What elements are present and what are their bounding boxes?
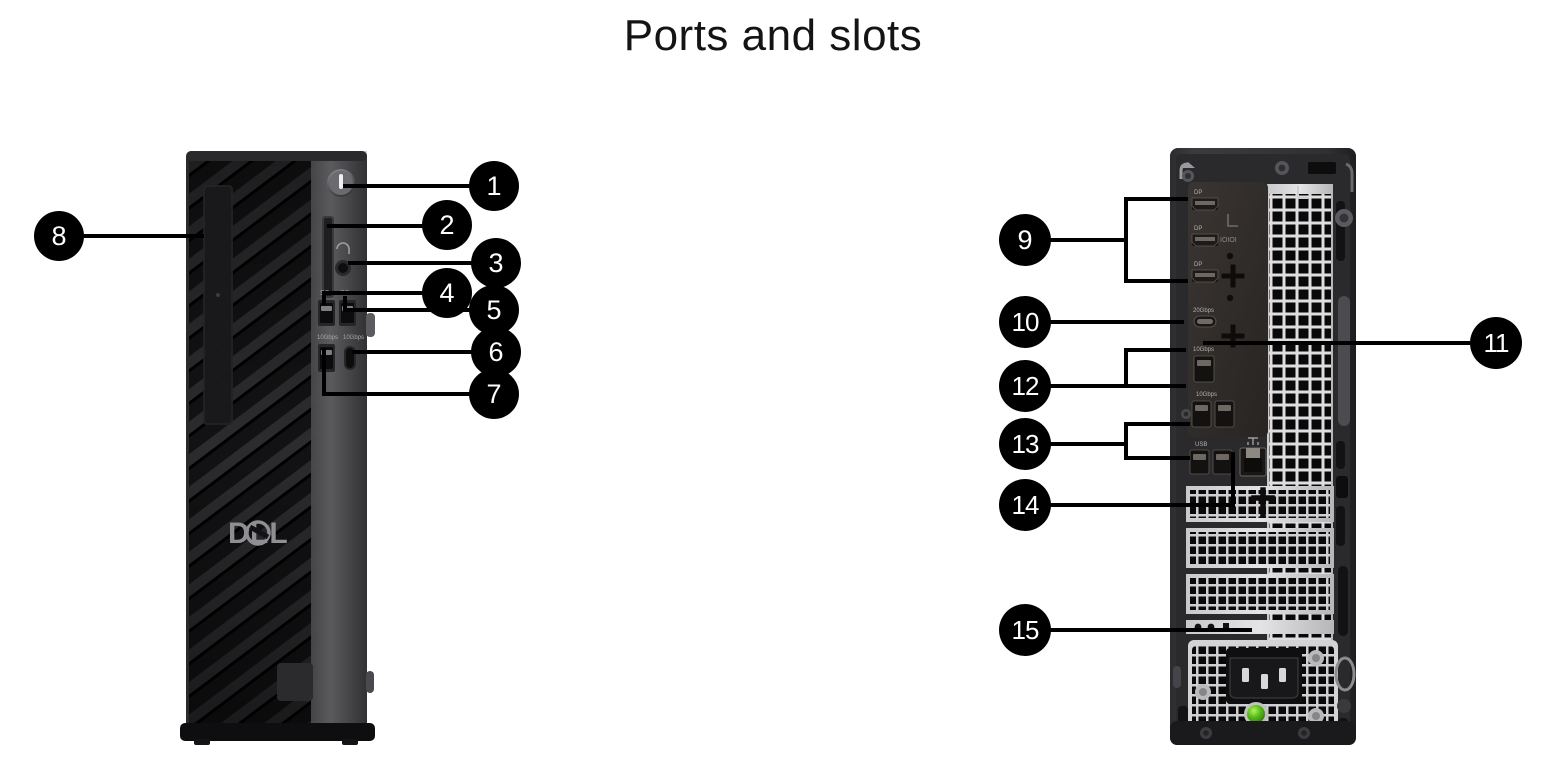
- callout-number: 15: [1011, 614, 1040, 645]
- callout-number: 9: [1017, 224, 1033, 255]
- callout-badge-6[interactable]: 6: [471, 327, 521, 377]
- svg-text:10Gbps: 10Gbps: [343, 335, 364, 341]
- leader-line-6: [352, 350, 473, 354]
- callout-number: 5: [486, 294, 502, 325]
- callout-badge-11[interactable]: 11: [1470, 317, 1522, 369]
- leader-bracket-13-top: [1124, 422, 1190, 426]
- callout-number: 8: [51, 220, 67, 251]
- svg-text:IOIOI: IOIOI: [1220, 237, 1237, 244]
- dell-logo: D LL: [228, 517, 288, 550]
- svg-text:USB: USB: [1195, 442, 1207, 448]
- callout-number: 2: [439, 209, 455, 240]
- leader-line-4-stem: [322, 291, 326, 305]
- leader-line-11: [1203, 341, 1470, 345]
- callout-badge-13[interactable]: 13: [999, 418, 1051, 470]
- svg-text:20Gbps: 20Gbps: [1193, 308, 1214, 314]
- callout-badge-14[interactable]: 14: [999, 479, 1051, 531]
- svg-text:DP: DP: [1194, 226, 1202, 232]
- callout-number: 6: [488, 336, 504, 367]
- page-title: Ports and slots: [623, 11, 923, 60]
- leader-bracket-13-bottom: [1124, 456, 1190, 460]
- leader-line-7: [322, 392, 471, 396]
- leader-line-3: [348, 261, 473, 265]
- callout-badge-3[interactable]: 3: [471, 238, 521, 288]
- callout-badge-15[interactable]: 15: [999, 604, 1051, 656]
- callout-number: 13: [1011, 428, 1040, 459]
- leader-bracket-13-spine: [1124, 422, 1128, 460]
- callout-badge-2[interactable]: 2: [422, 200, 472, 250]
- leader-line-7-stem: [322, 348, 326, 394]
- callout-badge-5[interactable]: 5: [469, 285, 519, 335]
- leader-line-10: [1049, 320, 1184, 324]
- leader-bracket-9-bottom: [1124, 279, 1188, 283]
- rear-view-figure: DP DP DP IOIOI 20Gbps 10G: [1168, 146, 1364, 750]
- callout-badge-1[interactable]: 1: [469, 161, 519, 211]
- front-view-figure: SS SS 10Gbps 10Gbps D LL: [170, 143, 385, 748]
- svg-text:D: D: [228, 517, 251, 550]
- leader-line-9: [1049, 238, 1127, 242]
- callout-badge-7[interactable]: 7: [469, 369, 519, 419]
- svg-text:DP: DP: [1194, 262, 1202, 268]
- leader-line-1: [343, 184, 471, 188]
- leader-bracket-12-bottom: [1124, 384, 1186, 388]
- svg-text:10Gbps: 10Gbps: [1196, 392, 1217, 398]
- svg-text:10Gbps: 10Gbps: [317, 335, 338, 341]
- leader-line-15: [1049, 628, 1252, 632]
- leader-line-5: [343, 308, 471, 312]
- callout-badge-10[interactable]: 10: [999, 296, 1051, 348]
- leader-bracket-9-top: [1124, 197, 1188, 201]
- callout-badge-9[interactable]: 9: [999, 214, 1051, 266]
- callout-number: 4: [439, 277, 455, 308]
- leader-line-14-stem: [1231, 452, 1235, 507]
- leader-bracket-12-spine: [1124, 348, 1128, 388]
- leader-line-8: [82, 234, 204, 238]
- callout-number: 7: [486, 378, 502, 409]
- callout-badge-4[interactable]: 4: [422, 268, 472, 318]
- svg-text:DP: DP: [1194, 190, 1202, 196]
- callout-number: 11: [1483, 327, 1510, 358]
- leader-bracket-9-spine: [1124, 197, 1128, 283]
- leader-line-12: [1049, 384, 1127, 388]
- callout-number: 14: [1011, 489, 1040, 520]
- leader-line-2: [327, 224, 424, 228]
- callout-number: 10: [1011, 306, 1040, 337]
- callout-number: 1: [486, 170, 502, 201]
- leader-line-14: [1049, 503, 1235, 507]
- leader-line-5-stem: [343, 296, 347, 310]
- leader-bracket-12-top: [1124, 348, 1186, 352]
- callout-number: 3: [488, 247, 504, 278]
- callout-badge-12[interactable]: 12: [999, 360, 1051, 412]
- leader-line-13: [1049, 442, 1127, 446]
- psu-led-indicator: [1247, 705, 1265, 723]
- callout-number: 12: [1011, 370, 1040, 401]
- leader-line-4: [322, 291, 425, 295]
- callout-badge-8[interactable]: 8: [34, 211, 84, 261]
- svg-text:10Gbps: 10Gbps: [1193, 347, 1214, 353]
